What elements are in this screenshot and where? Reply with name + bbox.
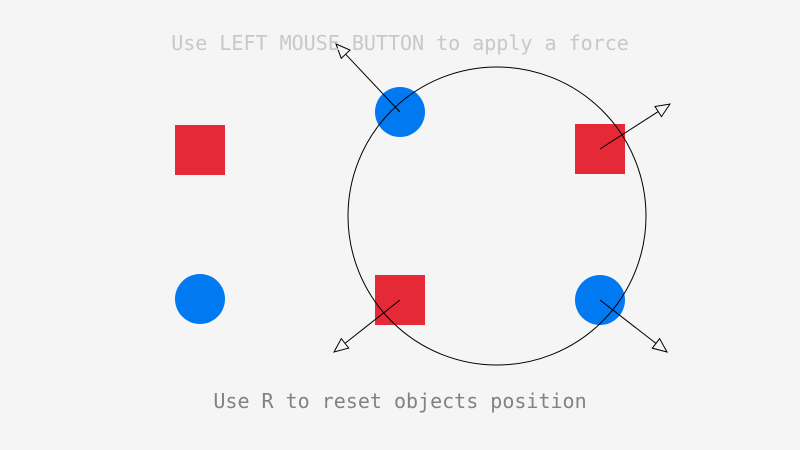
force-arrow-head-circle-bottom-right <box>651 337 669 353</box>
force-arrow-head-square-right <box>654 103 672 118</box>
force-arrow-line-square-right <box>599 111 659 150</box>
force-arrow-line-circle-top <box>345 53 401 113</box>
instruction-apply-force: Use LEFT MOUSE BUTTON to apply a force <box>171 31 629 55</box>
force-arrow-line-square-bottom-center <box>344 299 401 344</box>
force-arrow-head-square-bottom-center <box>333 337 350 353</box>
physics-body-square-top-left[interactable] <box>175 125 225 175</box>
force-arrow-head-circle-top <box>335 43 351 60</box>
boundary-circle <box>347 66 647 366</box>
force-arrow-line-circle-bottom-right <box>599 299 657 344</box>
physics-body-circle-bottom-left[interactable] <box>175 274 225 324</box>
instruction-reset: Use R to reset objects position <box>213 389 587 413</box>
